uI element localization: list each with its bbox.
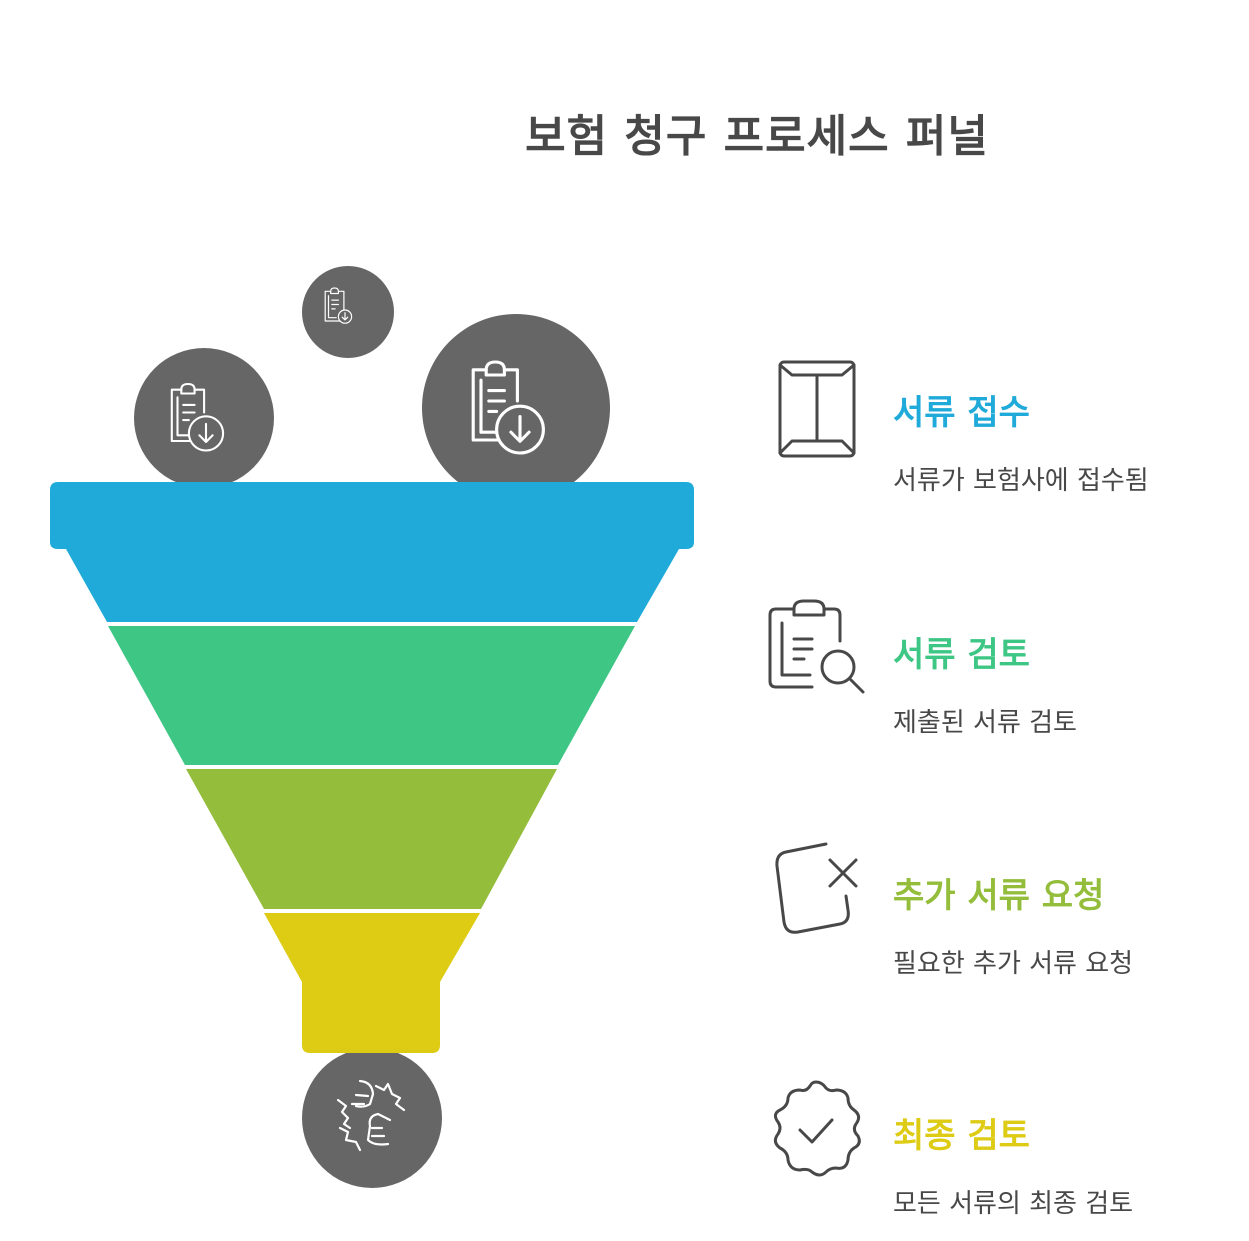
clipboard-download-icon [471, 360, 545, 455]
output-circle [302, 1048, 442, 1188]
funnel-stage-3 [186, 769, 557, 909]
input-circle-medium [134, 348, 274, 488]
step-description: 서류가 보험사에 접수됨 [893, 466, 1149, 496]
step-heading: 추가 서류 요청 [893, 876, 1105, 916]
clipboard-download-icon [170, 382, 225, 452]
input-circle-small [302, 266, 394, 358]
step-description: 모든 서류의 최종 검토 [893, 1189, 1134, 1219]
verified-badge-icon [773, 1080, 861, 1177]
step-document-receipt: 서류 접수 서류가 보험사에 접수됨 [760, 355, 1230, 515]
step-heading: 서류 검토 [893, 635, 1030, 675]
input-circle-large [422, 314, 610, 502]
funnel-stage-4 [264, 913, 480, 1053]
cancel-box-icon [775, 842, 858, 934]
step-heading: 서류 접수 [893, 393, 1030, 433]
step-final-review: 최종 검토 모든 서류의 최종 검토 [760, 1078, 1230, 1238]
step-description: 제출된 서류 검토 [893, 708, 1077, 738]
handshake-icon [336, 1079, 406, 1152]
envelope-icon [778, 360, 856, 458]
step-document-review: 서류 검토 제출된 서류 검토 [760, 597, 1230, 757]
clipboard-download-icon [324, 287, 353, 324]
clipboard-search-icon [768, 599, 865, 694]
funnel-diagram [50, 266, 694, 1188]
step-heading: 최종 검토 [893, 1116, 1030, 1156]
step-additional-request: 추가 서류 요청 필요한 추가 서류 요청 [760, 838, 1230, 998]
funnel-stage-1 [50, 482, 694, 622]
page-title: 보험 청구 프로세스 퍼널 [525, 111, 989, 162]
funnel-stage-2 [108, 626, 635, 765]
step-description: 필요한 추가 서류 요청 [893, 949, 1134, 979]
